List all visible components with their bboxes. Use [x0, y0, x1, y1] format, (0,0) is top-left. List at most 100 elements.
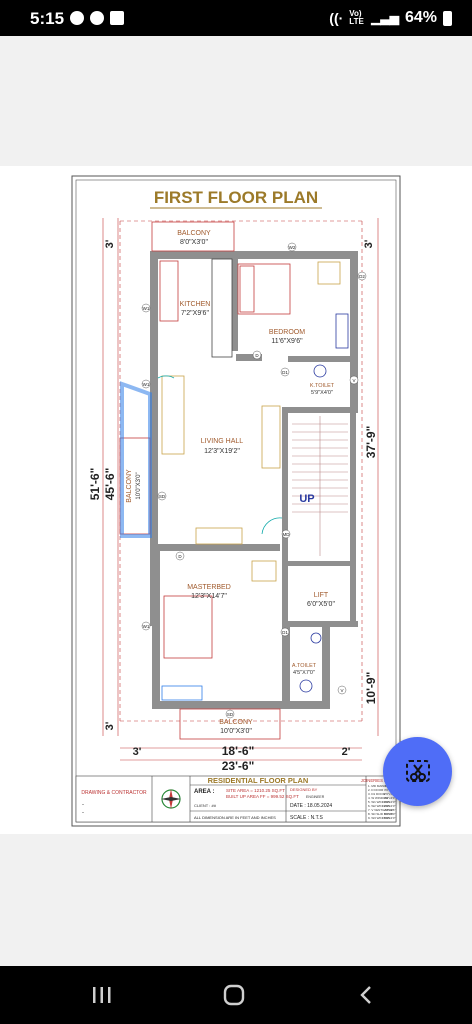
- date-label: DATE : 18.05.2024: [290, 803, 332, 809]
- dim-bottom-b: 18'-6": [222, 744, 255, 758]
- joinery-row-size: 6'0"x7'0": [384, 812, 395, 816]
- dim-right-upper: 37'-9": [364, 426, 378, 459]
- room-size: 7'2"X9'6": [181, 310, 209, 317]
- recent-apps-icon: [93, 987, 111, 1003]
- dim-top-left: 3': [104, 239, 116, 248]
- opening-tag: D1: [282, 630, 288, 635]
- floor-plan-drawing: FIRST FLOOR PLAN 3' 3' 3' 51'-6" 45'-6" …: [71, 175, 401, 827]
- client-label: CLIENT : ##: [194, 803, 217, 808]
- dim-left-outer: 51'-6": [88, 468, 102, 501]
- dim-bottom-left: 3': [104, 721, 116, 730]
- wifi-icon: ((·: [329, 10, 344, 26]
- room-name: BEDROOM: [269, 329, 305, 336]
- opening-tag: W1: [143, 624, 150, 629]
- navigation-bar: [0, 966, 472, 1024]
- home-button[interactable]: [214, 978, 254, 1012]
- staircase: [292, 416, 348, 556]
- contractor-line: -: [82, 802, 84, 808]
- home-icon: [223, 984, 245, 1006]
- joinery-row-size: 2'0"x4'0": [384, 804, 395, 808]
- dimension-note: ALL DIMENSION ARE IN FEET AND INCHES: [194, 815, 276, 820]
- plan-title: FIRST FLOOR PLAN: [154, 188, 318, 207]
- room-name: K.TOILET: [310, 383, 335, 389]
- opening-tag: D2: [359, 274, 365, 279]
- opening-tag: D: [255, 353, 259, 358]
- designer-name: ENGINEER: [306, 795, 325, 799]
- joinery-row-size: 3'0"x4'0": [384, 800, 395, 804]
- opening-tag: D: [178, 554, 182, 559]
- room-name: BALCONY: [177, 230, 211, 237]
- room-size: 4'5"X7'0": [293, 670, 315, 676]
- status-bar: 5:15 ((· Vo) LTE ▁▃▅ 64%: [0, 0, 472, 36]
- room-name: BALCONY: [126, 469, 133, 503]
- site-area: SITE AREA = 1210.25 SQ.FT: [226, 788, 285, 793]
- title-block-heading: RESIDENTIAL FLOOR PLAN: [208, 776, 309, 785]
- joinery-row-name: 2. D DOOR: [368, 788, 384, 792]
- joinery-row-name: 5. W1 WINDOW: [368, 800, 390, 804]
- back-icon: [360, 986, 371, 1004]
- furniture: [157, 258, 349, 701]
- opening-tag: D1: [282, 370, 288, 375]
- opening-tag: V: [340, 688, 343, 693]
- chat-notification-icon: [70, 11, 84, 25]
- signal-icon: ▁▃▅: [371, 11, 399, 25]
- room-size: 10'0"X3'0": [136, 472, 142, 499]
- room-size: 12'3"X14'7": [191, 593, 227, 600]
- joinery-row-name: 6. W2 WINDOW: [368, 804, 390, 808]
- room-name: LIVING HALL: [201, 438, 244, 445]
- drawing-contractor-label: DRAWING & CONTRACTOR: [81, 790, 147, 796]
- battery-icon: [443, 10, 452, 26]
- dimension-lines: [102, 218, 379, 761]
- room-name: LIFT: [314, 592, 329, 599]
- room-size: 11'6"X9'6": [271, 338, 303, 345]
- designed-by-label: DESIGNED BY: [290, 787, 318, 792]
- crop-scissors-button[interactable]: [383, 737, 452, 806]
- battery-percent: 64%: [404, 9, 437, 26]
- joinery-row-name: 7. V VENTILATOR: [368, 808, 394, 812]
- balcony-top-outline: [151, 221, 235, 252]
- opening-tag: W1: [143, 382, 150, 387]
- joinery-row-name: 3. D1 DOOR: [368, 792, 386, 796]
- room-size: 5'9"X4'0": [311, 390, 333, 396]
- whatsapp-notification-icon: [90, 11, 104, 25]
- room-name: BALCONY: [219, 719, 253, 726]
- room-name: MASTERBED: [187, 584, 231, 591]
- dim-bottom-c: 2': [342, 746, 351, 758]
- network-type: Vo) LTE: [349, 9, 364, 26]
- room-name: A.TOILET: [292, 663, 317, 669]
- joinery-row-name: 4. W WINDOW: [368, 796, 388, 800]
- back-button[interactable]: [346, 978, 386, 1012]
- dim-left-inner: 45'-6": [103, 468, 117, 501]
- joinery-row-name: 9. W3 WINDOW: [368, 816, 390, 820]
- joinery-row-size: 5'0"x4'0": [384, 816, 395, 820]
- recent-apps-button[interactable]: [82, 978, 122, 1012]
- status-time: 5:15: [30, 9, 65, 28]
- room-size: 8'0"X3'0": [180, 239, 208, 246]
- joinery-row-name: 1. MD MAIN DOOR: [368, 784, 395, 788]
- dim-top-right: 3': [363, 239, 375, 248]
- title-block: RESIDENTIAL FLOOR PLAN DRAWING & CONTRAC…: [75, 775, 401, 823]
- north-compass-icon: [161, 789, 181, 809]
- stair-up-label: UP: [299, 493, 314, 505]
- opening-tag: W2: [289, 245, 296, 250]
- opening-tag: SD: [227, 712, 234, 717]
- image-viewer[interactable]: FIRST FLOOR PLAN 3' 3' 3' 51'-6" 45'-6" …: [0, 166, 472, 834]
- glass-railing: [120, 381, 152, 538]
- room-name: KITCHEN: [180, 301, 211, 308]
- opening-tag: SD: [159, 494, 166, 499]
- opening-tag: MD: [283, 532, 291, 537]
- opening-tag: V: [352, 378, 355, 383]
- opening-tag: W1: [143, 306, 150, 311]
- room-size: 6'0"X5'0": [307, 601, 335, 608]
- area-label: AREA :: [194, 789, 214, 795]
- joinery-row-size: 4'0"x4'0": [384, 796, 395, 800]
- dim-right-lower: 10'-9": [364, 672, 378, 705]
- scale-label: SCALE : N.T.S: [290, 815, 323, 821]
- joinery-row-size: 2'0"x1'6": [384, 808, 395, 812]
- room-size: 10'0"X3'0": [220, 728, 252, 735]
- walls: [150, 251, 358, 709]
- dim-bottom-total: 23'-6": [222, 759, 255, 773]
- built-up-area: BUILT UP AREA FF = 999.52 SQ.FT: [226, 794, 299, 799]
- gallery-notification-icon: [110, 11, 124, 25]
